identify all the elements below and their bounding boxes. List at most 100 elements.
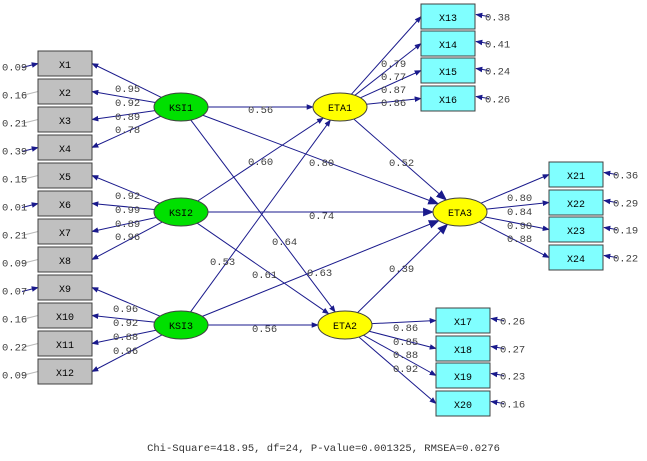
indicator-x12[interactable]: X12 [37,358,93,385]
indicator-x6[interactable]: X6 [37,190,93,217]
latent-eta3[interactable]: ETA3 [432,197,488,227]
error-variance-x20: 0.16 [500,400,525,412]
indicator-box[interactable] [435,390,491,417]
error-variance-x5: 0.15 [2,175,27,187]
indicator-x7[interactable]: X7 [37,218,93,245]
indicator-x19[interactable]: X19 [435,362,491,389]
latent-label: KSI2 [169,209,193,220]
indicator-box[interactable] [420,85,476,112]
error-variance-x14: 0.41 [485,40,510,52]
indicator-label: X6 [59,201,71,212]
error-arrow-x15 [475,66,490,73]
loading-value-x16: 0.86 [381,98,406,110]
loading-value-x17: 0.86 [393,323,418,335]
indicator-box[interactable] [435,362,491,389]
indicator-x21[interactable]: X21 [548,161,604,188]
indicator-x9[interactable]: X9 [37,274,93,301]
indicator-x14[interactable]: X14 [420,30,476,57]
path-coef-ksi3-eta1: 0.53 [210,257,235,269]
error-arrow-x9 [21,286,39,292]
indicator-box[interactable] [37,162,93,189]
indicator-x15[interactable]: X15 [420,57,476,84]
indicator-box[interactable] [420,30,476,57]
latent-ellipse[interactable] [317,310,373,340]
indicator-x23[interactable]: X23 [548,216,604,243]
indicator-x4[interactable]: X4 [37,134,93,161]
indicator-box[interactable] [37,78,93,105]
loading-path-x9 [91,287,161,317]
indicator-label: X15 [439,68,457,79]
latent-ellipse[interactable] [432,197,488,227]
loading-value-x21: 0.80 [507,193,532,205]
indicator-x3[interactable]: X3 [37,106,93,133]
indicator-box[interactable] [37,50,93,77]
error-arrow-x21 [603,170,618,177]
latent-ellipse[interactable] [312,92,368,122]
indicator-box[interactable] [37,246,93,273]
indicator-x18[interactable]: X18 [435,335,491,362]
indicator-box[interactable] [435,335,491,362]
indicator-x8[interactable]: X8 [37,246,93,273]
loading-value-x8: 0.96 [115,232,140,244]
indicator-x24[interactable]: X24 [548,244,604,271]
indicator-label: X12 [56,369,74,380]
indicator-box[interactable] [435,307,491,334]
indicator-x1[interactable]: X1 [37,50,93,77]
indicator-box[interactable] [37,134,93,161]
indicator-box[interactable] [37,358,93,385]
indicator-box[interactable] [37,302,93,329]
loading-path-x21 [480,174,550,204]
latent-ksi3[interactable]: KSI3 [153,310,209,340]
indicator-box[interactable] [37,330,93,357]
indicator-box[interactable] [548,161,604,188]
indicator-x17[interactable]: X17 [435,307,491,334]
latent-ellipse[interactable] [153,197,209,227]
indicator-box[interactable] [420,57,476,84]
indicator-box[interactable] [37,274,93,301]
loading-path-x11 [91,329,157,345]
structural-path-ksi1-eta3 [202,114,440,205]
indicator-box[interactable] [37,218,93,245]
indicator-label: X5 [59,173,71,184]
structural-path-eta1-eta3 [353,118,448,201]
indicator-label: X24 [567,255,585,266]
indicator-box[interactable] [37,190,93,217]
indicator-label: X10 [56,313,74,324]
latent-ksi1[interactable]: KSI1 [153,92,209,122]
structural-path-ksi3-eta3 [202,220,440,317]
latent-eta2[interactable]: ETA2 [317,310,373,340]
indicator-box[interactable] [548,244,604,271]
error-arrow-x14 [475,39,490,46]
indicator-box[interactable] [420,3,476,30]
loading-value-x12: 0.96 [113,346,138,358]
indicator-box[interactable] [37,106,93,133]
latent-label: ETA3 [448,209,472,220]
loading-path-x16 [366,96,422,105]
indicator-x13[interactable]: X13 [420,3,476,30]
error-variance-x23: 0.19 [613,226,638,238]
latent-eta1[interactable]: ETA1 [312,92,368,122]
error-arrow-x23 [603,225,618,232]
indicator-x10[interactable]: X10 [37,302,93,329]
indicator-box[interactable] [548,216,604,243]
indicator-x2[interactable]: X2 [37,78,93,105]
indicator-label: X19 [454,373,472,384]
error-arrow-x13 [475,12,490,19]
latent-label: KSI1 [169,104,193,115]
loading-path-x20 [358,336,437,404]
indicator-x16[interactable]: X16 [420,85,476,112]
indicator-x20[interactable]: X20 [435,390,491,417]
indicator-label: X2 [59,89,71,100]
loading-path-x18 [369,330,437,350]
indicator-x5[interactable]: X5 [37,162,93,189]
indicator-box[interactable] [548,189,604,216]
error-variance-x24: 0.22 [613,254,638,266]
loading-value-x20: 0.92 [393,364,418,376]
indicator-x22[interactable]: X22 [548,189,604,216]
loading-value-x13: 0.79 [381,59,406,71]
latent-ellipse[interactable] [153,92,209,122]
latent-label: KSI3 [169,322,193,333]
indicator-x11[interactable]: X11 [37,330,93,357]
latent-ellipse[interactable] [153,310,209,340]
latent-ksi2[interactable]: KSI2 [153,197,209,227]
